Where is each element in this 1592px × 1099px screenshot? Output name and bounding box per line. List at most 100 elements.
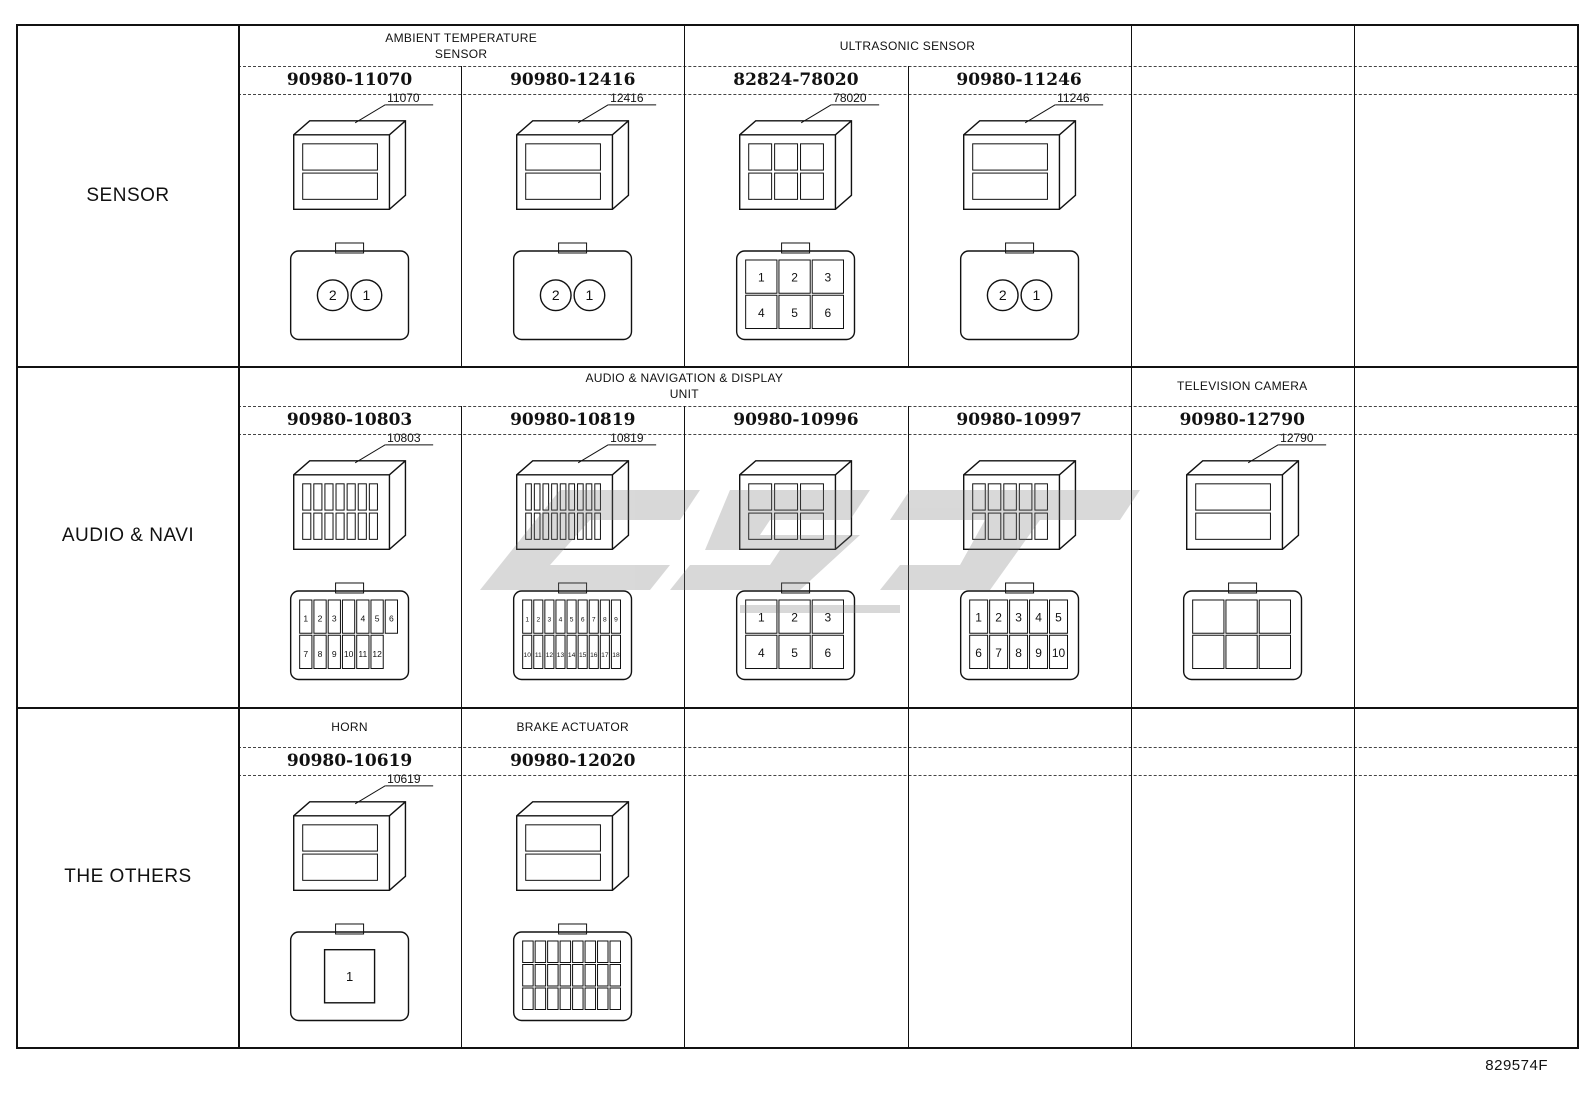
svg-text:5: 5 xyxy=(570,617,574,624)
svg-text:1: 1 xyxy=(363,287,371,303)
svg-text:10819: 10819 xyxy=(610,431,644,445)
svg-text:2: 2 xyxy=(552,287,560,303)
svg-text:18: 18 xyxy=(612,652,620,659)
group-header xyxy=(1131,707,1354,747)
column-divider xyxy=(1353,406,1355,707)
svg-text:5: 5 xyxy=(375,614,380,624)
svg-text:7: 7 xyxy=(303,649,308,659)
svg-text:6: 6 xyxy=(825,646,832,660)
group-divider xyxy=(1353,706,1355,747)
svg-text:2: 2 xyxy=(537,617,541,624)
svg-text:1: 1 xyxy=(303,614,308,624)
column-divider xyxy=(1130,746,1132,1047)
column-divider xyxy=(684,66,686,367)
svg-text:5: 5 xyxy=(792,306,799,320)
svg-text:9: 9 xyxy=(1035,646,1042,660)
part-number: 90980-10996 xyxy=(733,410,859,431)
svg-text:2: 2 xyxy=(792,611,799,625)
group-divider xyxy=(1353,366,1355,407)
part-number xyxy=(908,747,1131,775)
connector-drawing: 12790 xyxy=(1141,431,1344,700)
svg-text:1: 1 xyxy=(346,969,353,984)
svg-text:11070: 11070 xyxy=(387,91,420,105)
svg-text:1: 1 xyxy=(1032,287,1040,303)
svg-text:6: 6 xyxy=(389,614,394,624)
svg-text:8: 8 xyxy=(318,649,323,659)
svg-text:1: 1 xyxy=(586,287,594,303)
svg-text:8: 8 xyxy=(603,617,607,624)
svg-text:78020: 78020 xyxy=(833,91,867,105)
group-divider xyxy=(1130,706,1132,747)
group-header: TELEVISION CAMERA xyxy=(1177,379,1308,394)
svg-text:6: 6 xyxy=(581,617,585,624)
svg-text:9: 9 xyxy=(332,649,337,659)
row-divider xyxy=(18,366,1577,369)
part-number xyxy=(1354,747,1577,775)
svg-text:6: 6 xyxy=(975,646,982,660)
part-number: 90980-10997 xyxy=(956,410,1082,431)
group-header: ULTRASONIC SENSOR xyxy=(839,39,976,53)
svg-text:9: 9 xyxy=(614,617,618,624)
svg-text:1: 1 xyxy=(758,611,765,625)
group-header xyxy=(1354,26,1577,66)
category-label: THE OTHERS xyxy=(64,865,192,887)
row-divider xyxy=(18,706,1577,709)
svg-text:3: 3 xyxy=(825,611,832,625)
svg-text:1: 1 xyxy=(526,617,530,624)
part-number: 82824-78020 xyxy=(733,70,859,90)
svg-text:13: 13 xyxy=(557,652,565,659)
category-divider xyxy=(238,366,240,707)
svg-text:17: 17 xyxy=(601,652,609,659)
group-header: HORN xyxy=(331,719,368,734)
svg-text:4: 4 xyxy=(758,646,765,660)
connector-chart: SENSOR AMBIENT TEMPERATURE SENSOR ULTRASON… xyxy=(16,24,1579,1049)
part-number: 90980-10619 xyxy=(286,750,413,771)
category-label: SENSOR xyxy=(86,185,170,207)
svg-text:2: 2 xyxy=(329,287,337,303)
column-divider xyxy=(461,66,463,367)
connector-drawing: 11070 2 1 xyxy=(248,91,451,360)
group-divider xyxy=(1130,366,1132,407)
group-header: AMBIENT TEMPERATURE SENSOR xyxy=(385,31,538,61)
svg-text:4: 4 xyxy=(758,306,765,320)
svg-text:12: 12 xyxy=(372,649,382,659)
svg-text:10: 10 xyxy=(1051,646,1065,660)
group-header: BRAKE ACTUATOR xyxy=(516,719,629,734)
group-header xyxy=(684,707,907,747)
group-divider xyxy=(907,706,909,747)
category-divider xyxy=(238,706,240,1047)
svg-text:8: 8 xyxy=(1015,646,1022,660)
svg-text:2: 2 xyxy=(995,611,1002,625)
svg-text:11: 11 xyxy=(535,652,542,659)
svg-text:11: 11 xyxy=(358,649,367,659)
svg-text:12416: 12416 xyxy=(610,91,644,105)
part-number: 90980-10819 xyxy=(510,410,636,431)
svg-text:3: 3 xyxy=(332,614,337,624)
svg-text:3: 3 xyxy=(825,271,832,285)
group-divider xyxy=(684,26,686,66)
svg-text:10: 10 xyxy=(524,652,532,659)
svg-text:10803: 10803 xyxy=(387,431,421,445)
svg-text:4: 4 xyxy=(559,617,563,624)
connector-drawing xyxy=(471,781,674,1041)
group-header xyxy=(1354,707,1577,747)
svg-text:1: 1 xyxy=(975,611,982,625)
group-divider xyxy=(461,706,463,747)
category-label: AUDIO & NAVI xyxy=(61,525,195,547)
svg-text:3: 3 xyxy=(1015,611,1022,625)
column-divider xyxy=(1130,66,1132,367)
part-number: 90980-12790 xyxy=(1179,410,1305,431)
svg-text:14: 14 xyxy=(568,652,576,659)
column-divider xyxy=(461,746,463,1047)
part-number: 90980-12416 xyxy=(510,70,636,90)
column-divider xyxy=(1353,746,1355,1047)
svg-text:10619: 10619 xyxy=(387,771,421,785)
group-header xyxy=(1131,26,1354,66)
svg-text:2: 2 xyxy=(998,287,1006,303)
svg-text:15: 15 xyxy=(579,652,587,659)
column-divider xyxy=(1130,406,1132,707)
